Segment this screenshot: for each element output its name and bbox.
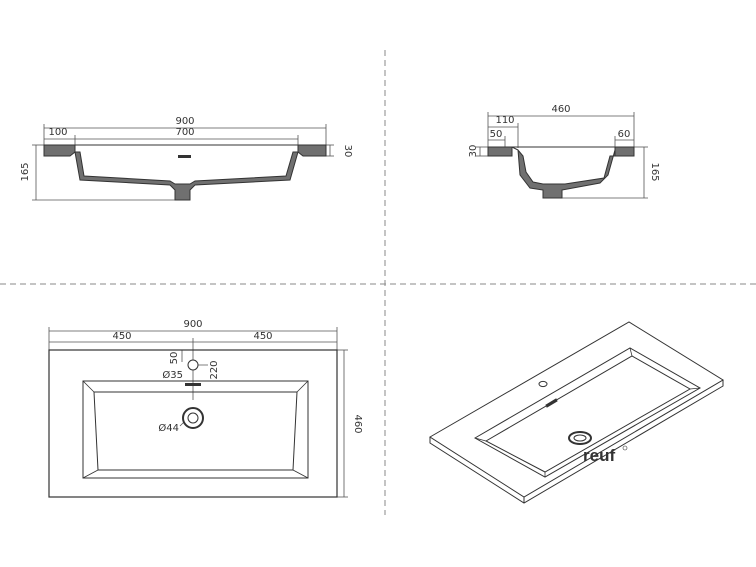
- front-dim-165: 165: [20, 162, 31, 181]
- side-basin-section: [487, 146, 635, 199]
- front-dim-30: 30: [342, 145, 353, 158]
- top-dim-460: 460: [352, 414, 363, 433]
- side-dim-110: 110: [495, 115, 514, 126]
- side-dim-165: 165: [649, 162, 660, 181]
- quadrant-dividers: [0, 50, 756, 515]
- front-section-view: 900 100 700 30 165: [20, 116, 353, 201]
- top-dim-450-right: 450: [253, 331, 272, 342]
- drain-inner: [187, 412, 199, 424]
- top-dimension-lines: [48, 327, 348, 498]
- tap-hole: [187, 359, 199, 371]
- top-dim-220: 220: [209, 360, 220, 379]
- side-dim-60: 60: [618, 129, 631, 140]
- front-dim-900: 900: [175, 116, 194, 127]
- top-plan-view: 900 450 450 50 Ø35 220 Ø44 460: [48, 319, 363, 498]
- top-dim-900: 900: [183, 319, 202, 330]
- side-section-view: 460 110 50 60 30 165: [468, 104, 660, 199]
- overflow-slot: [178, 155, 191, 158]
- front-dim-100: 100: [48, 127, 67, 138]
- perspective-tap-hole: [538, 380, 548, 388]
- top-dim-50: 50: [169, 352, 180, 365]
- plan-outer-outline: [48, 349, 338, 498]
- plan-overflow-slot: [185, 383, 201, 386]
- top-dim-ø35: Ø35: [162, 369, 183, 381]
- front-dim-700: 700: [175, 127, 194, 138]
- plan-basin-corner-lines: [82, 380, 309, 479]
- brand-registered-mark: [622, 445, 628, 451]
- front-basin-section: [43, 144, 327, 201]
- side-dim-30: 30: [468, 145, 479, 158]
- side-dim-460: 460: [551, 104, 570, 115]
- top-dim-ø44: Ø44: [158, 422, 179, 434]
- perspective-overflow-slot: [545, 398, 558, 408]
- side-dim-50: 50: [490, 129, 503, 140]
- side-dimension-lines: [476, 112, 648, 199]
- front-dimension-lines: [32, 124, 334, 201]
- perspective-basin-corner-lines: [474, 347, 701, 477]
- brand-logo: reuf: [583, 446, 615, 465]
- top-dim-450-left: 450: [112, 331, 131, 342]
- perspective-drain-inner: [573, 434, 587, 442]
- perspective-view: [429, 321, 724, 504]
- plan-basin-rim: [82, 380, 309, 479]
- plan-basin-floor: [93, 391, 298, 471]
